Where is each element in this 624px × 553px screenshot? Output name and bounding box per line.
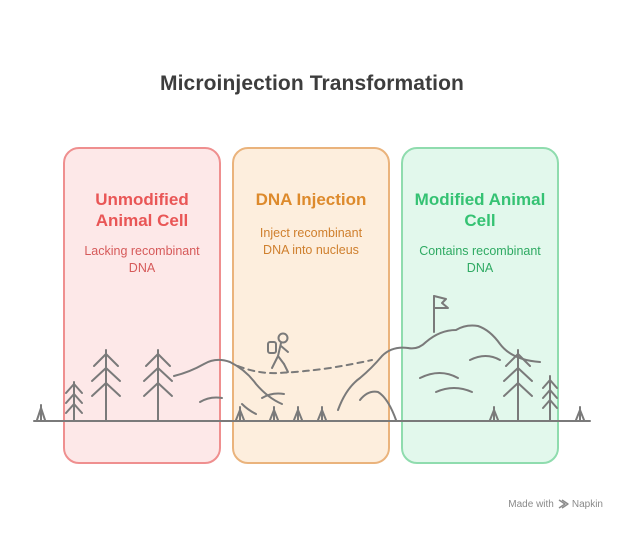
card-heading-line: Animal Cell bbox=[95, 211, 189, 230]
card-description-line: DNA bbox=[128, 261, 156, 275]
card-heading: Modified Animal Cell bbox=[409, 189, 551, 231]
card-description: Lacking recombinant DNA bbox=[73, 243, 211, 277]
card-heading-line: DNA Injection bbox=[255, 190, 367, 209]
page-title: Microinjection Transformation bbox=[160, 72, 464, 95]
brand-watermark: Made with Napkin bbox=[508, 498, 603, 510]
card-description: Contains recombinant DNA bbox=[411, 243, 549, 277]
card-unmodified-animal-cell: Unmodified Animal Cell Lacking recombina… bbox=[63, 147, 221, 464]
card-description-line: DNA into nucleus bbox=[263, 243, 359, 257]
card-heading-line: Modified Animal bbox=[414, 190, 546, 209]
card-dna-injection: DNA Injection Inject recombinant DNA int… bbox=[232, 147, 390, 464]
card-description-line: Contains recombinant bbox=[419, 244, 541, 258]
card-description-line: Inject recombinant bbox=[259, 226, 363, 240]
card-description-line: DNA bbox=[466, 261, 494, 275]
card-heading-line: Cell bbox=[464, 211, 496, 230]
napkin-logo-icon bbox=[558, 499, 569, 509]
card-modified-animal-cell: Modified Animal Cell Contains recombinan… bbox=[401, 147, 559, 464]
card-heading: Unmodified Animal Cell bbox=[71, 189, 213, 231]
card-heading-line: Unmodified bbox=[95, 190, 189, 209]
card-heading: DNA Injection bbox=[240, 189, 382, 210]
card-description: Inject recombinant DNA into nucleus bbox=[242, 225, 380, 259]
brand-name: Napkin bbox=[571, 498, 603, 510]
brand-made-with: Made with bbox=[508, 498, 554, 510]
card-description-line: Lacking recombinant bbox=[84, 244, 200, 258]
